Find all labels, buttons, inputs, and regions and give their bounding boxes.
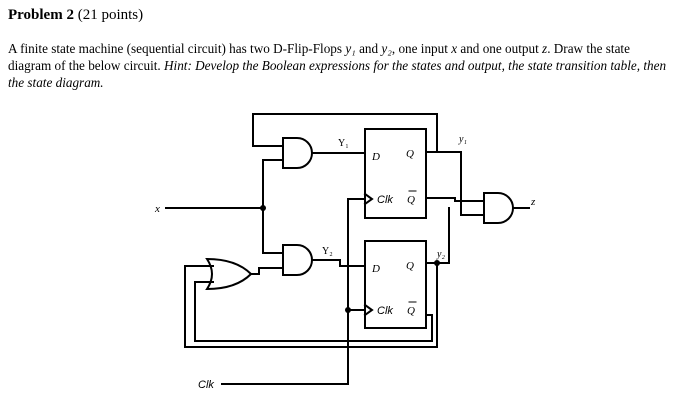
clock-wire <box>221 198 366 385</box>
statement-text-5: . Draw the state diagram of the below ci… <box>8 41 630 73</box>
junction-dot-x <box>260 205 266 211</box>
var-x: x <box>451 41 458 56</box>
problem-number: Problem 2 <box>8 7 74 23</box>
y1-to-output-wire <box>460 151 485 216</box>
ff2-q-label: Q <box>406 260 414 272</box>
clock-triangle-2 <box>363 303 374 317</box>
problem-heading: Problem 2 (21 points) <box>8 7 143 24</box>
ff2-clk-label: Clk <box>377 305 393 317</box>
ff1-d-label: D <box>371 151 380 163</box>
or-input-y2-wire <box>184 262 438 348</box>
junction-dot-y2 <box>434 260 440 266</box>
statement-text-1: A finite state machine (sequential circu… <box>8 41 346 56</box>
var-z: z <box>542 41 548 56</box>
flip-flop-1 <box>364 128 427 219</box>
var-y1: y₁ <box>345 41 356 56</box>
ff1-q-label: Q <box>406 148 414 160</box>
problem-statement: A finite state machine (sequential circu… <box>8 40 676 91</box>
label-y1: y₁ <box>458 134 467 145</box>
flip-flop-2 <box>364 240 427 329</box>
feedback-y1-wire <box>252 113 438 153</box>
ff2-d-label: D <box>371 263 380 275</box>
statement-text-3: , one input <box>391 41 452 56</box>
label-y2: y₂ <box>436 249 445 260</box>
ff2-qbar-label: Q <box>407 305 415 317</box>
label-clk: Clk <box>198 379 214 391</box>
problem-points: (21 points) <box>77 7 144 23</box>
label-Y1: Y₁ <box>338 138 349 149</box>
var-y2: y₂ <box>381 41 392 56</box>
hint-text: Hint: Develop the Boolean expressions fo… <box>8 58 667 90</box>
ff1-qbar-label: Q <box>407 194 415 206</box>
label-x: x <box>154 203 160 215</box>
clock-triangle-1 <box>363 192 374 206</box>
and2-to-d2-wire <box>311 259 366 267</box>
output-and-gate <box>483 192 514 224</box>
or-input-q2bar-wire <box>194 281 433 342</box>
and-gate-2 <box>282 244 313 276</box>
statement-text-2: and <box>355 41 382 56</box>
q1bar-to-output-wire <box>425 197 485 202</box>
statement-text-4: and one output <box>457 41 543 56</box>
junction-dot-clk <box>345 307 351 313</box>
and-gate-1 <box>282 137 313 169</box>
label-Y2: Y₂ <box>322 246 333 257</box>
label-z: z <box>530 196 536 208</box>
or-to-and2-wire <box>250 267 284 275</box>
ff1-clk-label: Clk <box>377 194 393 206</box>
or-gate <box>205 257 253 291</box>
